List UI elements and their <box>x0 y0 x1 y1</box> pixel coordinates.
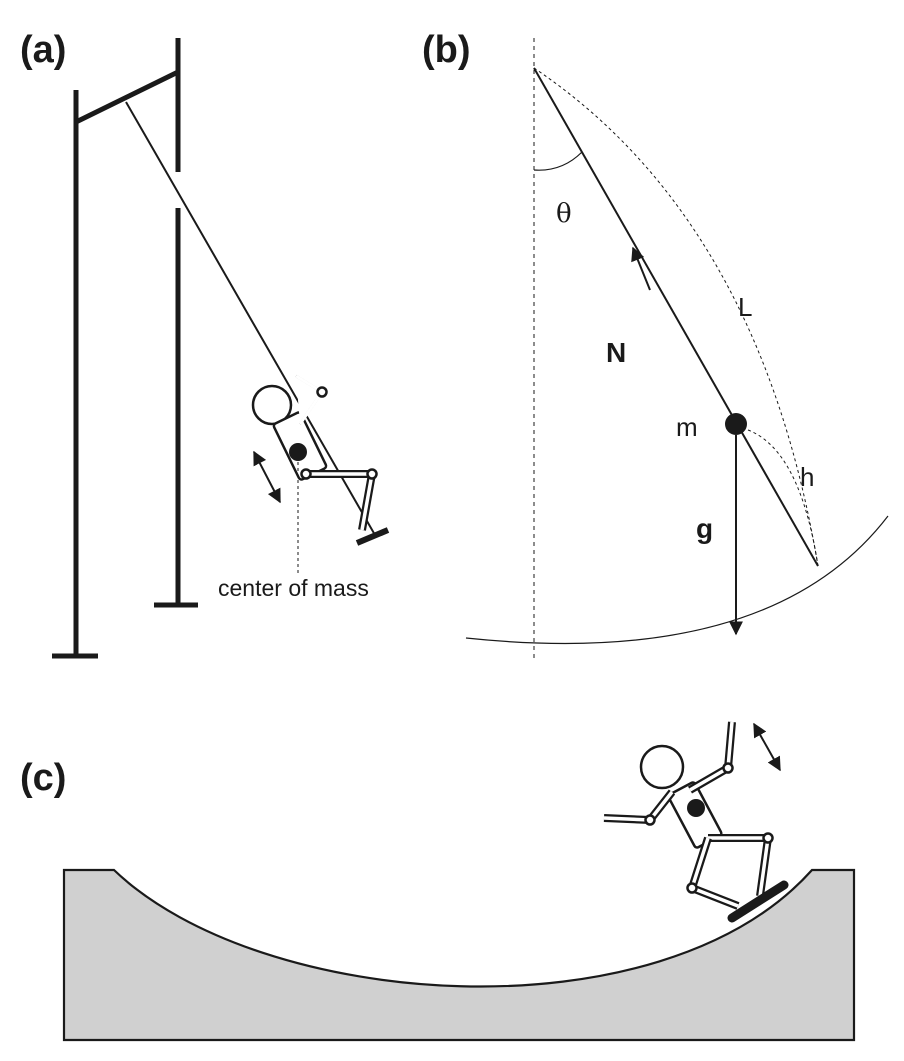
swing-rope <box>125 101 376 536</box>
panel-b-label: (b) <box>422 29 471 71</box>
pendulum-rod <box>533 67 819 567</box>
swinging-figure <box>251 374 378 531</box>
height-guide <box>747 429 819 567</box>
theta-arc <box>533 151 583 171</box>
skateboarder-figure <box>603 721 789 923</box>
skateboard <box>727 880 789 923</box>
skater-head <box>639 744 685 790</box>
gravity-label: g <box>696 513 713 544</box>
panel-c: (c) <box>20 721 856 1042</box>
pumping-arrow <box>253 450 281 504</box>
center-of-mass-dot <box>289 443 307 461</box>
theta-label: θ <box>556 199 572 229</box>
length-label: L <box>738 292 752 322</box>
panel-b: (b) θ N L m g h <box>422 29 889 660</box>
half-pipe-ramp <box>62 868 856 1042</box>
skater-center-of-mass-dot <box>687 799 705 817</box>
center-of-mass-label: center of mass <box>218 575 369 601</box>
normal-force-label: N <box>606 337 626 368</box>
normal-force-arrow <box>631 246 651 291</box>
height-label: h <box>800 462 814 492</box>
mass-point <box>725 413 747 435</box>
panel-c-label: (c) <box>20 757 66 799</box>
figure-head <box>251 384 293 426</box>
swing-frame <box>52 38 198 659</box>
panel-a: (a) center of mass <box>20 29 390 659</box>
skater-pumping-arrow <box>753 722 781 772</box>
swing-seat <box>355 527 390 546</box>
skater-leg-front <box>708 834 772 897</box>
mass-label: m <box>676 412 698 442</box>
panel-a-label: (a) <box>20 29 66 71</box>
swing-arc <box>465 515 889 645</box>
